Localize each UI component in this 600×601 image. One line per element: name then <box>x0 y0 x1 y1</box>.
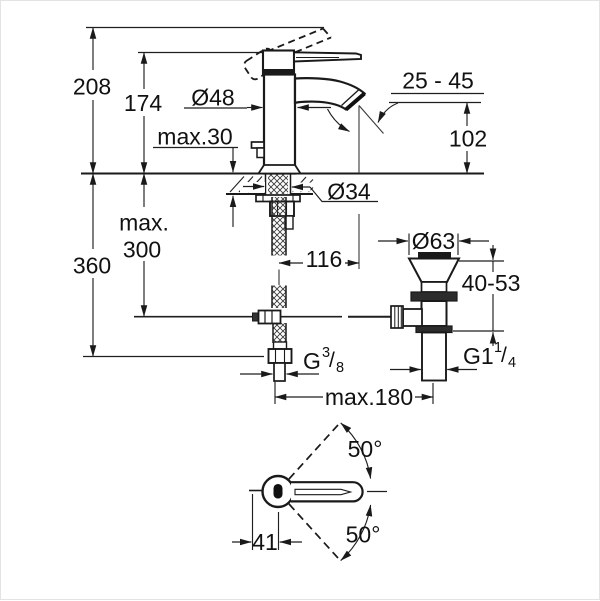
label-50deg-upper: 50° <box>348 436 383 462</box>
threaded-shank <box>268 174 288 194</box>
supply-hose <box>267 197 293 382</box>
svg-text:1: 1 <box>494 340 502 356</box>
label-d48: Ø48 <box>191 85 234 111</box>
base-flare <box>256 164 303 175</box>
svg-text:3: 3 <box>322 345 330 361</box>
rod-coupler <box>257 309 282 325</box>
stream-swivel-arrow <box>326 108 350 133</box>
svg-text:/: / <box>329 349 335 372</box>
label-174: 174 <box>124 90 163 116</box>
pop-up-knob <box>250 141 265 149</box>
hose-connector-nut <box>267 348 293 364</box>
below-deck-assembly <box>134 194 392 382</box>
label-d34: Ø34 <box>327 179 371 205</box>
spout-outlet-top-view <box>273 484 283 499</box>
svg-text:8: 8 <box>336 360 344 376</box>
waste-lower-ring <box>415 325 453 334</box>
faucet-body <box>262 73 297 175</box>
label-max30: max.30 <box>157 124 232 150</box>
waste-body <box>420 300 448 327</box>
faucet-side-view <box>86 26 399 269</box>
faucet-top-view <box>249 422 387 562</box>
pop-up-rod <box>134 309 392 325</box>
aerator-face <box>344 91 366 112</box>
label-41: 41 <box>252 529 278 555</box>
label-g38: G 3 / 8 <box>303 345 344 376</box>
countertop-section <box>81 172 484 195</box>
label-102: 102 <box>449 126 487 152</box>
lever-top-view <box>291 481 364 503</box>
dimension-labels: 208 174 max.30 360 max. 300 Ø48 25 - 45 … <box>69 68 521 555</box>
label-d63: Ø63 <box>412 228 455 254</box>
label-25-45: 25 - 45 <box>402 68 474 94</box>
handle-base-band <box>263 69 294 75</box>
label-208: 208 <box>73 74 111 100</box>
waste-plug-cap <box>418 249 451 259</box>
supply-thread-pipe <box>273 362 286 382</box>
swing-arc-lower <box>340 504 373 562</box>
label-max180: max.180 <box>325 384 413 410</box>
waste-gasket <box>410 291 458 302</box>
label-116: 116 <box>306 246 343 272</box>
aerator-range-leader <box>377 102 399 123</box>
svg-text:/: / <box>501 344 507 367</box>
waste-flange <box>407 257 461 283</box>
label-50deg-lower: 50° <box>346 522 381 548</box>
handle-lever <box>293 51 362 63</box>
swing-arc-upper <box>340 422 373 479</box>
waste-tailpipe <box>421 331 447 382</box>
svg-text:G1: G1 <box>463 343 494 369</box>
svg-text:G: G <box>303 348 321 374</box>
pop-up-waste-assembly <box>390 249 461 382</box>
label-g114: G1 1 / 4 <box>463 340 516 371</box>
label-40-53: 40-53 <box>462 270 521 296</box>
rod-lever-block <box>402 308 423 327</box>
svg-text:4: 4 <box>508 355 516 371</box>
stream-angle-line <box>358 105 384 134</box>
label-max300-line1: max. <box>119 210 169 236</box>
label-360: 360 <box>73 253 111 279</box>
rod-adjuster-knob <box>390 305 404 329</box>
label-max300-line2: 300 <box>123 237 161 263</box>
